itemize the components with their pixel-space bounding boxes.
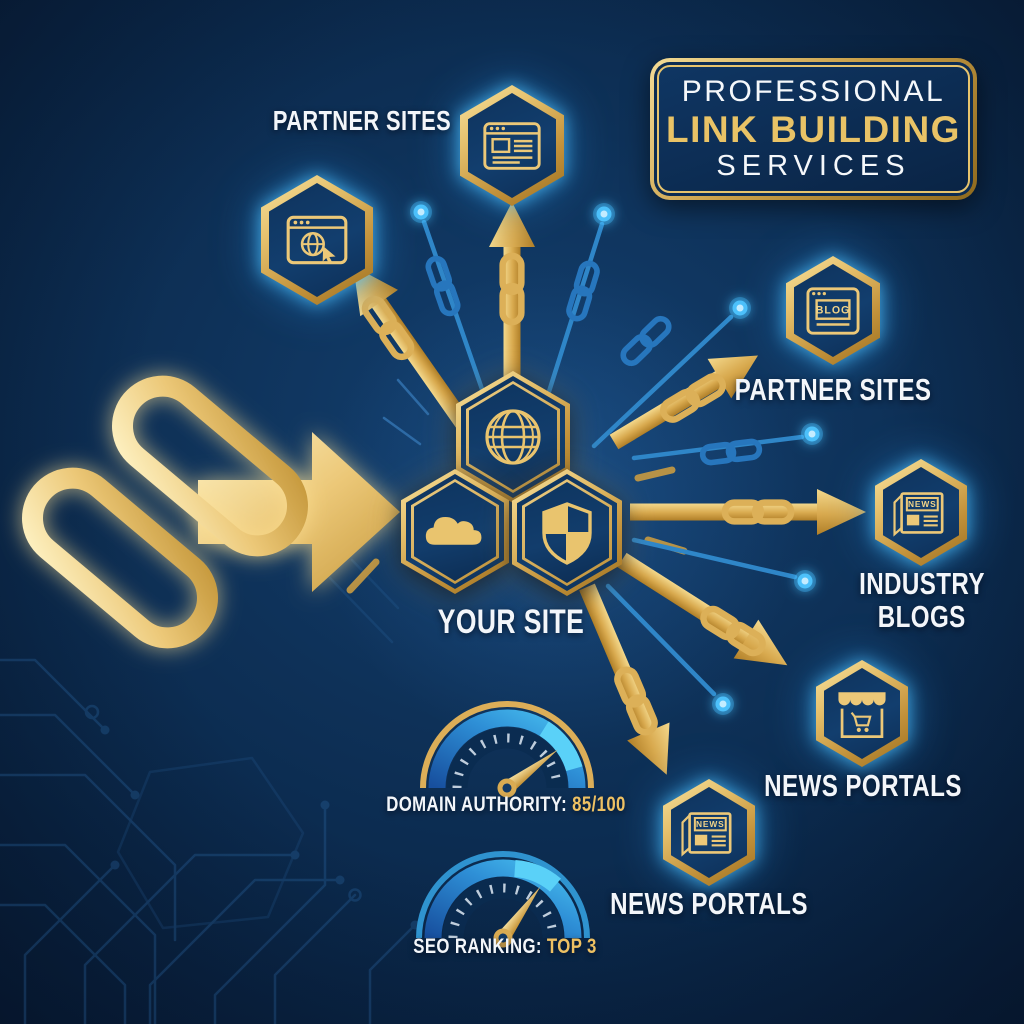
news-badge-text: NEWS	[908, 498, 937, 508]
label-partner-sites-top: PARTNER SITES	[272, 105, 452, 136]
title-line-1: PROFESSIONAL	[681, 75, 946, 109]
newspaper-icon: NEWS	[893, 491, 944, 537]
title-line-2: LINK BUILDING	[666, 108, 961, 150]
hex-your-site-shield	[512, 469, 622, 596]
title-badge: PROFESSIONAL LINK BUILDING SERVICES	[650, 58, 977, 200]
shield-icon	[542, 501, 592, 565]
arrow-to-news-right	[630, 489, 866, 535]
storefront-icon	[838, 691, 886, 738]
label-your-site: YOUR SITE	[437, 603, 585, 641]
news-badge-text: NEWS	[696, 818, 725, 828]
newspaper-icon: NEWS	[681, 811, 732, 857]
hex-blog: BLOG	[786, 256, 880, 365]
label-domain-authority: DOMAIN AUTHORITY: 85/100	[386, 792, 626, 816]
browser-window-icon	[483, 121, 541, 170]
hex-partner-browser	[460, 85, 564, 206]
label-partner-sites-right: PARTNER SITES	[734, 372, 932, 407]
hex-news-right: NEWS	[875, 459, 967, 566]
hex-partner-browser-globe	[261, 175, 373, 305]
title-line-3: SERVICES	[716, 150, 911, 183]
hex-your-site-cloud	[401, 469, 509, 594]
label-news-portals-right: NEWS PORTALS	[764, 768, 962, 803]
browser-globe-icon	[286, 215, 348, 265]
hex-store	[816, 660, 908, 767]
label-industry-blogs: INDUSTRY BLOGS	[859, 566, 985, 634]
label-seo-ranking: SEO RANKING: TOP 3	[413, 934, 597, 958]
label-news-portals-bottom: NEWS PORTALS	[610, 886, 808, 921]
globe-icon	[485, 409, 541, 465]
blog-badge-text: BLOG	[816, 304, 850, 316]
blog-icon: BLOG	[806, 286, 860, 335]
title-badge-border: PROFESSIONAL LINK BUILDING SERVICES	[654, 62, 973, 196]
cloud-icon	[425, 516, 482, 545]
